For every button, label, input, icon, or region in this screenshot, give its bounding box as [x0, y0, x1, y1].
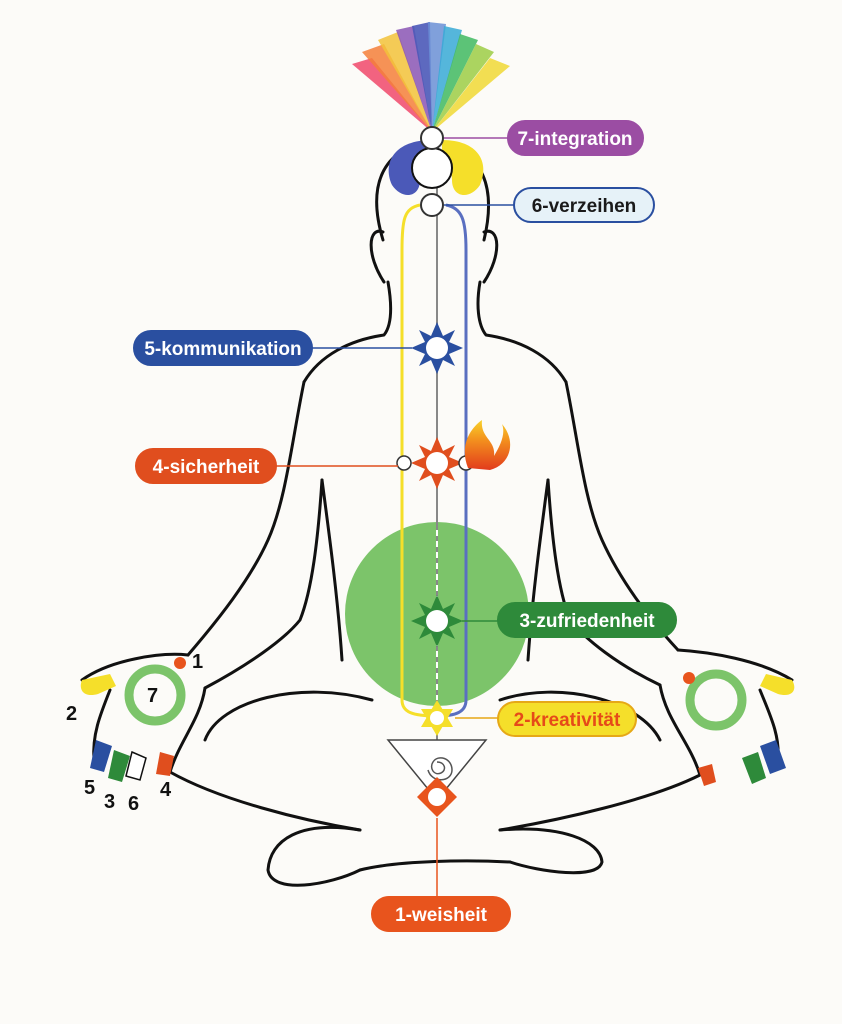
chakra-label-2-text: 2-kreativität	[514, 710, 621, 731]
hand-number-3: 3	[104, 791, 115, 813]
hand-number-4: 4	[160, 779, 172, 801]
label-connectors	[275, 137, 516, 898]
chakra-label-6: 6-verzeihen	[513, 187, 655, 223]
chakra-label-1: 1-weisheit	[371, 896, 511, 932]
chakra-label-5-text: 5-kommunikation	[144, 339, 301, 360]
chakra-label-6-text: 6-verzeihen	[532, 196, 637, 217]
hand-number-1: 1	[192, 651, 203, 673]
heart-chakra-star	[411, 437, 463, 489]
chakra-label-2: 2-kreativität	[497, 701, 637, 737]
hand-number-7: 7	[147, 685, 158, 707]
chakra-label-5: 5-kommunikation	[133, 330, 313, 366]
crown-chakra-symbol	[388, 126, 484, 217]
hand-number-5: 5	[84, 777, 95, 799]
heart-left-node	[396, 455, 412, 471]
crown-rays	[352, 22, 510, 132]
throat-chakra-star	[411, 322, 463, 374]
root-triangle-spiral	[386, 739, 488, 802]
solar-plexus-chakra-star	[411, 595, 463, 647]
hand-numbers: 1 2 3 4 5 6 7	[66, 651, 203, 815]
chakra-label-3: 3-zufriedenheit	[497, 602, 677, 638]
sacral-chakra-hexagram	[421, 700, 453, 736]
hand-number-6: 6	[128, 793, 139, 815]
chakra-label-4: 4-sicherheit	[135, 448, 277, 484]
chakra-label-7-text: 7-integration	[517, 129, 632, 150]
left-hand-markings	[80, 657, 186, 782]
chakra-label-1-text: 1-weisheit	[395, 905, 488, 926]
root-chakra-diamond	[417, 777, 457, 817]
chakra-label-3-text: 3-zufriedenheit	[519, 611, 655, 632]
chakra-label-7: 7-integration	[507, 120, 644, 156]
flame-icon	[464, 420, 511, 470]
right-hand-markings	[683, 669, 795, 786]
chakra-label-4-text: 4-sicherheit	[153, 457, 260, 478]
hand-number-2: 2	[66, 703, 77, 725]
